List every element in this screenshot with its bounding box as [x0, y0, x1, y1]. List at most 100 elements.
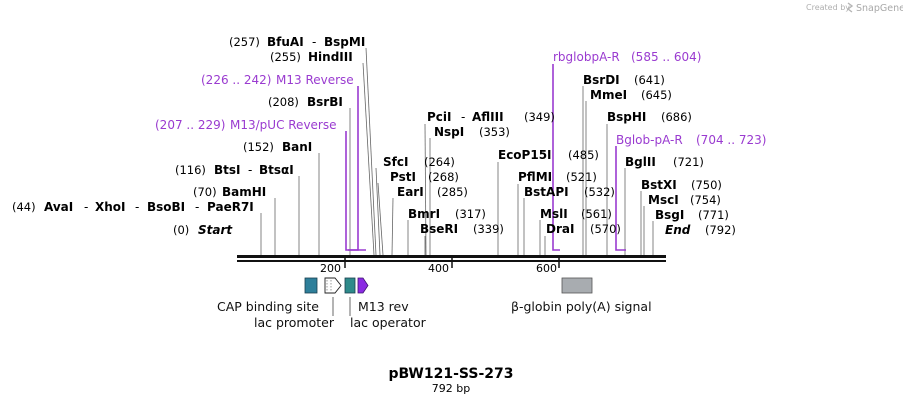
- svg-text:-: -: [312, 35, 316, 49]
- svg-text:BamHI: BamHI: [222, 185, 266, 199]
- site-bsphi[interactable]: BspHI (686): [607, 110, 692, 124]
- site-nspi[interactable]: NspI (353): [434, 125, 510, 139]
- svg-text:(0): (0): [173, 223, 189, 237]
- svg-text:(207 .. 229): (207 .. 229): [155, 118, 225, 132]
- primer-bglob-pa-r[interactable]: Bglob-pA-R (704 .. 723): [616, 133, 766, 147]
- svg-text:BmrI: BmrI: [408, 207, 440, 221]
- feature-leader-lines: [332, 297, 351, 316]
- m13-rev-feature[interactable]: [357, 277, 369, 294]
- svg-text:(268): (268): [428, 170, 459, 184]
- svg-text:BstXI: BstXI: [641, 178, 677, 192]
- site-bsgi[interactable]: BsgI (771): [655, 208, 729, 222]
- svg-text:-: -: [84, 200, 88, 214]
- site-bstxi[interactable]: BstXI (750): [641, 178, 722, 192]
- svg-text:(645): (645): [641, 88, 672, 102]
- svg-text:BsrDI: BsrDI: [583, 73, 620, 87]
- site-pcii-afliii[interactable]: PciI - AflIII (349): [427, 110, 555, 124]
- tick-400: 400: [428, 262, 449, 275]
- map-end-marker: End (792): [665, 223, 736, 237]
- primer-m13-reverse[interactable]: (226 .. 242) M13 Reverse: [201, 73, 354, 87]
- svg-text:BfuAI: BfuAI: [267, 35, 304, 49]
- svg-text:(285): (285): [437, 185, 468, 199]
- svg-text:(485): (485): [568, 148, 599, 162]
- site-msci[interactable]: MscI (754): [648, 193, 721, 207]
- site-msli[interactable]: MslI (561): [540, 207, 612, 221]
- svg-text:MmeI: MmeI: [590, 88, 627, 102]
- site-bstapi[interactable]: BstAPI (532): [524, 185, 615, 199]
- site-eari[interactable]: EarI (285): [397, 185, 468, 199]
- map-length: 792 bp: [432, 382, 470, 395]
- svg-text:BspHI: BspHI: [607, 110, 646, 124]
- svg-text:M13 Reverse: M13 Reverse: [276, 73, 354, 87]
- lac-operator-feature[interactable]: [344, 277, 356, 294]
- site-mmei[interactable]: MmeI (645): [590, 88, 672, 102]
- site-drai[interactable]: DraI (570): [546, 222, 621, 236]
- svg-text:(349): (349): [524, 110, 555, 124]
- site-psti[interactable]: PstI (268): [390, 170, 459, 184]
- svg-text:(226 .. 242): (226 .. 242): [201, 73, 271, 87]
- site-pflmi[interactable]: PflMI (521): [518, 170, 597, 184]
- svg-text:BanI: BanI: [282, 140, 312, 154]
- svg-text:EarI: EarI: [397, 185, 424, 199]
- svg-text:(532): (532): [584, 185, 615, 199]
- site-hindiii[interactable]: (255) HindIII: [270, 50, 353, 64]
- beta-globin-polya-feature[interactable]: [561, 277, 593, 294]
- site-bglii[interactable]: BglII (721): [625, 155, 704, 169]
- svg-text:NspI: NspI: [434, 125, 464, 139]
- site-bseri[interactable]: BseRI (339): [420, 222, 504, 236]
- credit-created-by: Created by: [806, 3, 850, 12]
- site-avai-xhoi-bsobi-paer7i[interactable]: (44) AvaI - XhoI - BsoBI - PaeR7I: [12, 200, 254, 214]
- svg-text:Bglob-pA-R: Bglob-pA-R: [616, 133, 683, 147]
- svg-text:(750): (750): [691, 178, 722, 192]
- svg-text:MslI: MslI: [540, 207, 568, 221]
- site-bani[interactable]: (152) BanI: [243, 140, 312, 154]
- svg-text:-: -: [195, 200, 199, 214]
- svg-text:rbglobpA-R: rbglobpA-R: [553, 50, 620, 64]
- svg-text:DraI: DraI: [546, 222, 574, 236]
- svg-text:(255): (255): [270, 50, 301, 64]
- lac-promoter-feature[interactable]: [324, 277, 342, 294]
- svg-text:(585 .. 604): (585 .. 604): [631, 50, 701, 64]
- site-ecop15i[interactable]: EcoP15I (485): [498, 148, 599, 162]
- svg-text:PflMI: PflMI: [518, 170, 552, 184]
- svg-text:AflIII: AflIII: [472, 110, 504, 124]
- svg-text:XhoI: XhoI: [95, 200, 126, 214]
- svg-text:(561): (561): [581, 207, 612, 221]
- svg-text:BsrBI: BsrBI: [307, 95, 343, 109]
- svg-text:(771): (771): [698, 208, 729, 222]
- svg-text:BstAPI: BstAPI: [524, 185, 569, 199]
- svg-text:BtsαI: BtsαI: [259, 163, 294, 177]
- svg-text:(641): (641): [634, 73, 665, 87]
- site-leader-lines: [260, 47, 654, 256]
- tick-600: 600: [536, 262, 557, 275]
- site-sfci[interactable]: SfcI (264): [383, 155, 455, 169]
- site-btsi-btsai[interactable]: (116) BtsI - BtsαI: [175, 163, 294, 177]
- svg-text:HindIII: HindIII: [308, 50, 353, 64]
- beta-globin-polya-label: β-globin poly(A) signal: [511, 299, 652, 314]
- svg-text:(721): (721): [673, 155, 704, 169]
- primer-rbglobpa-r[interactable]: rbglobpA-R (585 .. 604): [553, 50, 701, 64]
- site-bfuai-bspmi[interactable]: (257) BfuAI - BspMI: [229, 35, 365, 49]
- site-bamhi[interactable]: (70) BamHI: [193, 185, 266, 199]
- primer-m13-puc-reverse[interactable]: (207 .. 229) M13/pUC Reverse: [155, 118, 337, 132]
- cap-binding-site-feature[interactable]: [304, 277, 318, 294]
- svg-text:(208): (208): [268, 95, 299, 109]
- svg-text:BseRI: BseRI: [420, 222, 458, 236]
- svg-text:(704 .. 723): (704 .. 723): [696, 133, 766, 147]
- lac-operator-label: lac operator: [350, 315, 427, 330]
- svg-text:(754): (754): [690, 193, 721, 207]
- svg-text:PaeR7I: PaeR7I: [207, 200, 254, 214]
- svg-text:EcoP15I: EcoP15I: [498, 148, 552, 162]
- credit-brand[interactable]: SnapGene: [856, 3, 903, 14]
- svg-text:End: End: [665, 223, 691, 237]
- svg-text:BtsI: BtsI: [214, 163, 241, 177]
- site-bsrdi[interactable]: BsrDI (641): [583, 73, 665, 87]
- svg-text:BglII: BglII: [625, 155, 656, 169]
- site-bmri[interactable]: BmrI (317): [408, 207, 486, 221]
- site-bsrbi[interactable]: (208) BsrBI: [268, 95, 343, 109]
- svg-text:Start: Start: [198, 223, 233, 237]
- primer-markers: [345, 64, 626, 251]
- svg-text:(257): (257): [229, 35, 260, 49]
